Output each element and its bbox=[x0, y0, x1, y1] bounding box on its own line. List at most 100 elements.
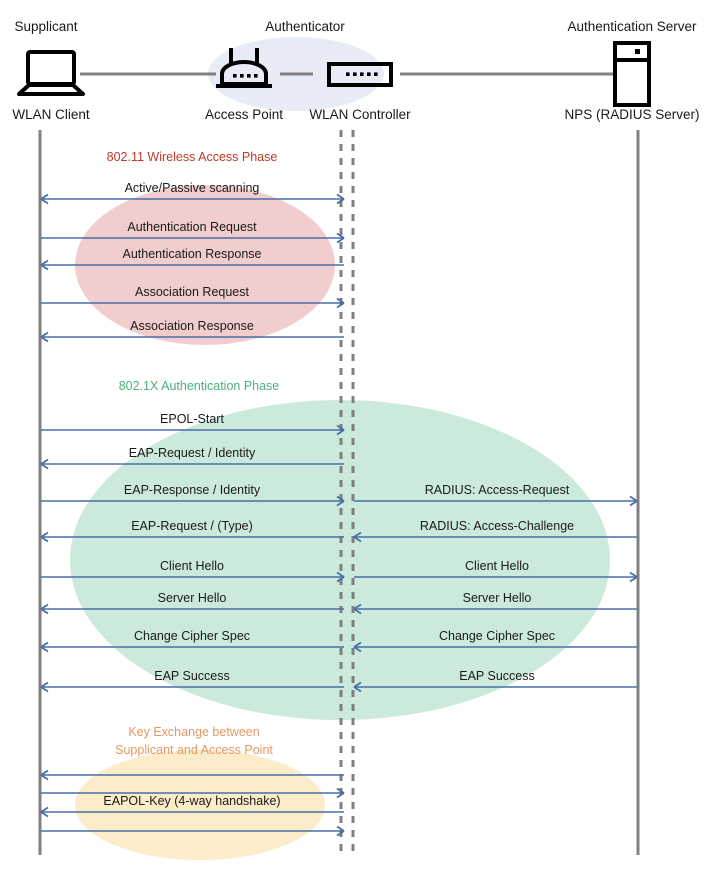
arrow-head bbox=[40, 331, 49, 343]
arrow-head-part bbox=[353, 686, 362, 693]
msg-server-hello-right-label: Server Hello bbox=[462, 591, 532, 605]
msg-eapol-key-4way bbox=[40, 806, 344, 818]
msg-change-cipher-spec-right bbox=[353, 641, 637, 653]
arrow-head-part bbox=[40, 198, 49, 205]
arrow-head-part bbox=[40, 463, 49, 470]
router-led bbox=[254, 74, 258, 78]
arrow-head-part bbox=[40, 774, 49, 781]
arrow-head-part bbox=[40, 686, 49, 693]
controller-led bbox=[353, 72, 357, 76]
msg-association-request bbox=[41, 297, 345, 309]
server-led bbox=[635, 49, 640, 54]
arrow-head-part bbox=[336, 571, 345, 578]
arrow-head bbox=[353, 531, 362, 543]
wireless-router-icon bbox=[216, 48, 272, 88]
msg-change-cipher-spec-left-label: Change Cipher Spec bbox=[133, 629, 251, 643]
arrow-head-part bbox=[353, 646, 362, 653]
arrow-head-part bbox=[40, 681, 49, 688]
arrow-head bbox=[629, 571, 638, 583]
msg-eapol-start bbox=[41, 424, 345, 436]
laptop-icon bbox=[17, 50, 85, 96]
arrow-head-part bbox=[40, 603, 49, 610]
arrow-head-part bbox=[40, 193, 49, 200]
phase-key-exchange-label-line2: Supplicant and Access Point bbox=[115, 743, 273, 757]
msg-authentication-request bbox=[41, 232, 345, 244]
arrow-head-part bbox=[40, 458, 49, 465]
arrow-head-part bbox=[40, 806, 49, 813]
msg-eap-response-identity-label: EAP-Response / Identity bbox=[123, 483, 261, 497]
msg-radius-access-challenge bbox=[353, 531, 637, 543]
msg-radius-access-request-label: RADIUS: Access-Request bbox=[424, 483, 570, 497]
laptop-base bbox=[17, 83, 85, 96]
arrow-head-part bbox=[40, 608, 49, 615]
msg-eap-success-left bbox=[40, 681, 344, 693]
router-led bbox=[233, 74, 237, 78]
arrow-head-part bbox=[336, 429, 345, 436]
arrow-head-part bbox=[40, 646, 49, 653]
arrow-head-part bbox=[336, 825, 345, 832]
arrow-head-part bbox=[336, 495, 345, 502]
msg-change-cipher-spec-right-label: Change Cipher Spec bbox=[438, 629, 556, 643]
router-body bbox=[220, 60, 268, 86]
msg-eap-request-identity-label: EAP-Request / Identity bbox=[128, 446, 256, 460]
arrow-head bbox=[40, 681, 49, 693]
msg-eap-request-type-label: EAP-Request / (Type) bbox=[131, 519, 253, 533]
arrow-head bbox=[336, 571, 345, 583]
arrow-head bbox=[40, 603, 49, 615]
router-led bbox=[247, 74, 251, 78]
arrow-head-part bbox=[336, 792, 345, 799]
device-label-nps-radius-server: NPS (RADIUS Server) bbox=[564, 107, 700, 122]
arrow-head bbox=[336, 787, 345, 799]
msg-server-hello-left-label: Server Hello bbox=[157, 591, 227, 605]
role-title-authenticator: Authenticator bbox=[265, 19, 345, 34]
arrow-head-part bbox=[336, 424, 345, 431]
arrow-head-part bbox=[353, 536, 362, 543]
msg-eapol-start-label: EPOL-Start bbox=[160, 412, 224, 426]
arrow-head bbox=[353, 681, 362, 693]
arrow-head-part bbox=[40, 769, 49, 776]
arrow-head-part bbox=[40, 264, 49, 271]
arrow-head-part bbox=[336, 576, 345, 583]
arrow-head-part bbox=[629, 495, 638, 502]
controller-led bbox=[346, 72, 350, 76]
phase-key-exchange-region bbox=[75, 750, 325, 860]
arrow-head-part bbox=[336, 193, 345, 200]
controller-icon bbox=[327, 62, 393, 87]
msg-eap-response-identity bbox=[41, 495, 345, 507]
arrow-head bbox=[40, 806, 49, 818]
arrow-head bbox=[336, 495, 345, 507]
msg-eap-request-type bbox=[40, 531, 344, 543]
arrow-head bbox=[353, 603, 362, 615]
arrow-head-part bbox=[353, 608, 362, 615]
msg-server-hello-right bbox=[353, 603, 637, 615]
controller-led bbox=[374, 72, 378, 76]
arrow-head bbox=[40, 531, 49, 543]
msg-key-exchange-4 bbox=[41, 825, 345, 837]
laptop-screen bbox=[26, 50, 76, 86]
msg-active-passive-scanning-label: Active/Passive scanning bbox=[124, 181, 260, 195]
router-led bbox=[240, 74, 244, 78]
controller-led bbox=[360, 72, 364, 76]
arrow-head-part bbox=[336, 237, 345, 244]
msg-client-hello-right-label: Client Hello bbox=[465, 559, 529, 573]
msg-key-exchange-1 bbox=[40, 769, 344, 781]
controller-body bbox=[327, 62, 393, 87]
arrow-head bbox=[40, 458, 49, 470]
msg-eap-success-right-label: EAP Success bbox=[459, 669, 535, 683]
arrow-head-part bbox=[336, 198, 345, 205]
phase-8021x-authentication-region bbox=[70, 400, 610, 720]
msg-eap-request-identity bbox=[40, 458, 344, 470]
arrow-head-part bbox=[336, 302, 345, 309]
msg-active-passive-scanning bbox=[40, 193, 345, 205]
msg-server-hello-left bbox=[40, 603, 344, 615]
msg-authentication-request-label: Authentication Request bbox=[127, 220, 257, 234]
msg-association-request-label: Association Request bbox=[135, 285, 249, 299]
arrow-head-part bbox=[40, 259, 49, 266]
msg-association-response-label: Association Response bbox=[130, 319, 254, 333]
arrow-head bbox=[336, 297, 345, 309]
arrow-head bbox=[336, 424, 345, 436]
arrow-head-part bbox=[40, 811, 49, 818]
msg-authentication-response bbox=[40, 259, 344, 271]
